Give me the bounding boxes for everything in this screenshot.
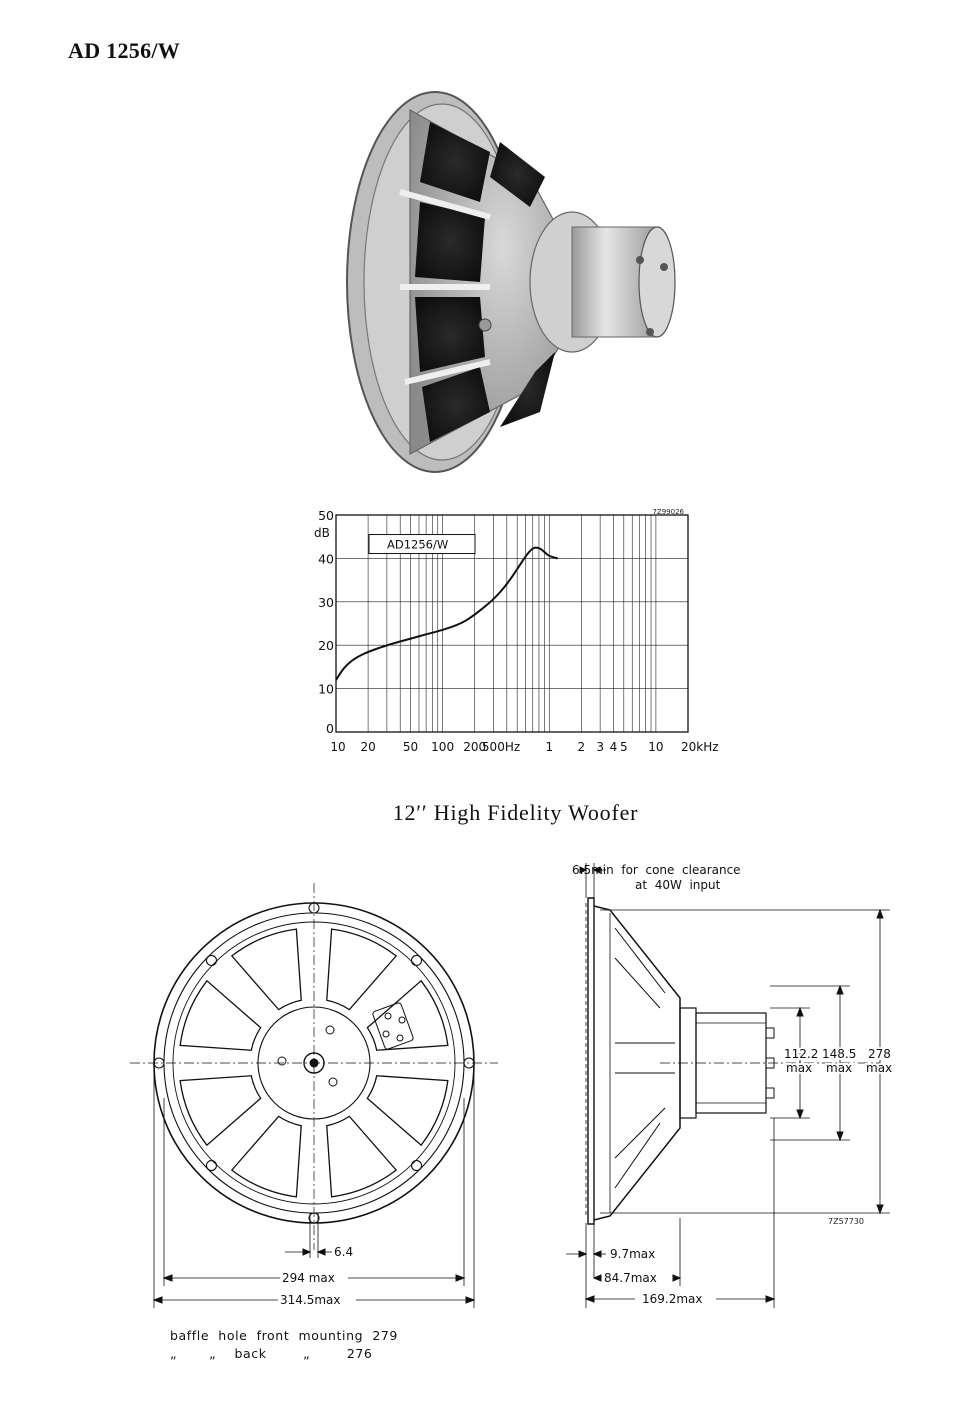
y-tick-20: 20 bbox=[318, 638, 334, 653]
mounting-hole bbox=[308, 1212, 320, 1224]
x-tick-4: 200 bbox=[463, 740, 486, 754]
frame-window bbox=[179, 1075, 262, 1147]
y-tick-30: 30 bbox=[318, 595, 334, 610]
mounting-hole bbox=[410, 1159, 423, 1172]
mounting-hole bbox=[308, 902, 320, 914]
y-axis-label: dB bbox=[314, 526, 330, 540]
dim-278-max: max bbox=[866, 1061, 892, 1075]
baffle-note-back: „ „ back „ 276 bbox=[170, 1346, 373, 1361]
dim-depth-169-2: 169.2max bbox=[642, 1292, 703, 1306]
response-curve bbox=[335, 546, 558, 681]
chart-frame bbox=[335, 514, 689, 733]
x-tick-10: 5 bbox=[620, 740, 628, 754]
y-tick-labels: 0 10 20 30 40 50 bbox=[318, 508, 334, 736]
mounting-hole bbox=[410, 954, 423, 967]
x-tick-9: 4 bbox=[610, 740, 618, 754]
x-tick-1: 20 bbox=[360, 740, 375, 754]
clearance-note-1: 6.5min for cone clearance bbox=[572, 863, 741, 877]
dim-outer-diameter: 314.5max bbox=[280, 1293, 341, 1307]
dim-depth-84-7: 84.7max bbox=[604, 1271, 657, 1285]
x-tick-11: 10 bbox=[648, 740, 663, 754]
x-tick-6: 1 bbox=[545, 740, 553, 754]
frame-window bbox=[230, 928, 302, 1011]
woofer-photo bbox=[346, 91, 676, 473]
front-dimensions bbox=[152, 1063, 476, 1308]
baffle-note-front: baffle hole front mounting 279 bbox=[170, 1328, 398, 1343]
clearance-note-2: at 40W input bbox=[635, 878, 721, 892]
dim-148-value: 148.5 bbox=[822, 1047, 856, 1061]
dim-112-max: max bbox=[786, 1061, 812, 1075]
frame-window bbox=[366, 979, 449, 1051]
frame-window bbox=[230, 1115, 302, 1198]
x-tick-7: 2 bbox=[578, 740, 586, 754]
dim-112-value: 112.2 bbox=[784, 1047, 818, 1061]
x-tick-2: 50 bbox=[403, 740, 418, 754]
dim-148-max: max bbox=[826, 1061, 852, 1075]
model-heading: AD 1256/W bbox=[68, 38, 181, 63]
dim-hole: 6.4 bbox=[334, 1245, 353, 1259]
mounting-hole bbox=[205, 954, 218, 967]
y-tick-10: 10 bbox=[318, 682, 334, 697]
frame-window bbox=[366, 1075, 449, 1147]
x-tick-0: 10 bbox=[330, 740, 345, 754]
frame-window bbox=[326, 928, 398, 1011]
dimension-drawing: 6.4 294 max 314.5max bbox=[130, 863, 894, 1308]
dim-depth-9-7: 9.7max bbox=[610, 1247, 655, 1261]
page-subtitle: 12′′ High Fidelity Woofer bbox=[392, 800, 639, 825]
legend-label: AD1256/W bbox=[387, 538, 448, 552]
y-tick-50: 50 bbox=[318, 508, 334, 523]
x-tick-8: 3 bbox=[596, 740, 604, 754]
y-tick-0: 0 bbox=[326, 721, 334, 736]
front-windows bbox=[179, 928, 449, 1198]
side-dimensions bbox=[566, 863, 890, 1308]
front-view bbox=[130, 883, 498, 1250]
frame-window bbox=[179, 979, 262, 1051]
legend-box bbox=[368, 534, 476, 555]
dim-inner-diameter: 294 max bbox=[282, 1271, 335, 1285]
x-tick-3: 100 bbox=[431, 740, 454, 754]
frame-window bbox=[326, 1115, 398, 1198]
mounting-hole bbox=[205, 1159, 218, 1172]
y-tick-40: 40 bbox=[318, 551, 334, 566]
x-tick-12: 20kHz bbox=[681, 740, 719, 754]
x-tick-5: 500Hz bbox=[482, 740, 520, 754]
drawing-code: 7Z57730 bbox=[828, 1217, 864, 1226]
dim-278-value: 278 bbox=[868, 1047, 891, 1061]
chart-code: 7Z99026 bbox=[652, 508, 684, 516]
